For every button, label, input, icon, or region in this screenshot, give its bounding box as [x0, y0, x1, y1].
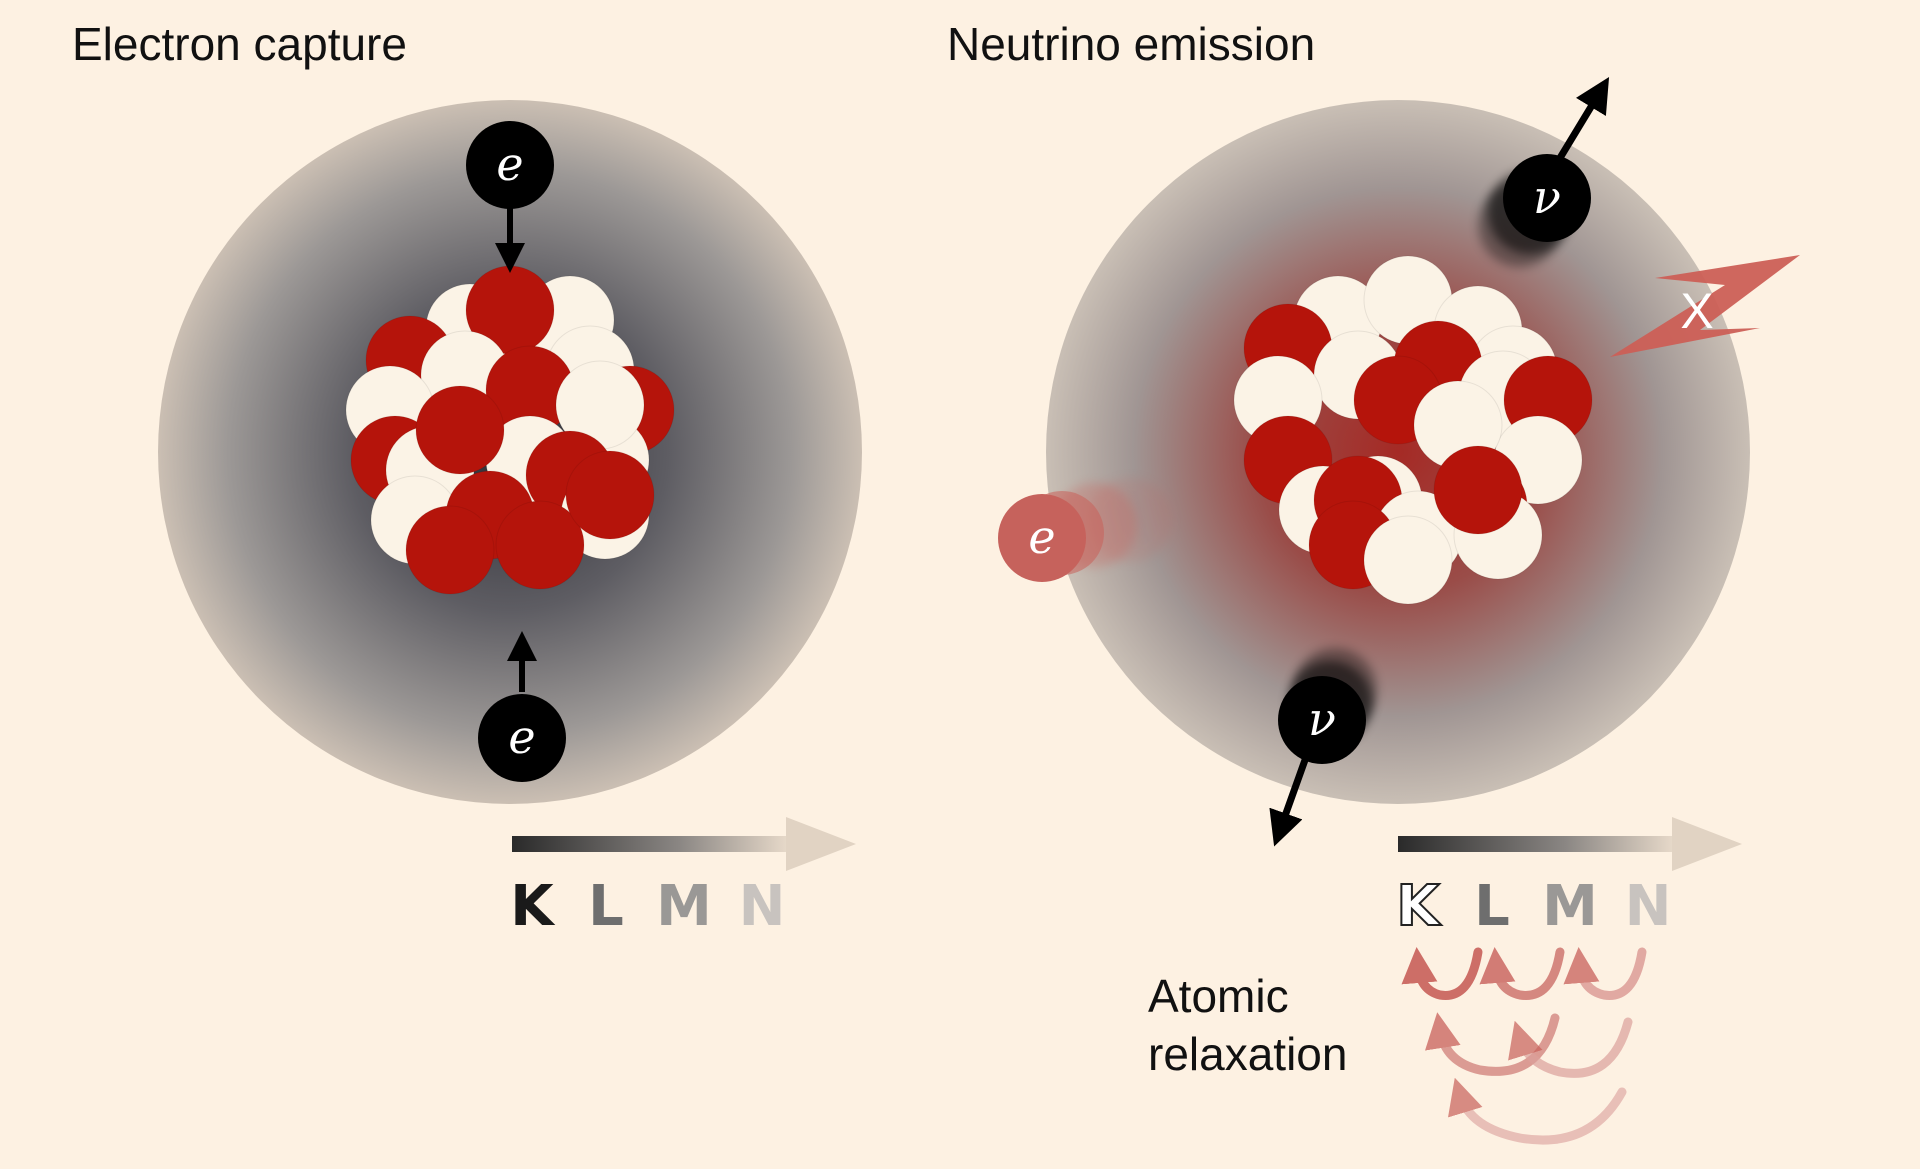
relaxation-arrow-n-to-m	[1563, 947, 1647, 1000]
caption-line-1: Atomic	[1148, 970, 1289, 1022]
relaxation-arrow-n-to-l	[1508, 1017, 1633, 1078]
xray-label: X	[1680, 283, 1713, 339]
left-shell-l: L	[588, 874, 624, 939]
xray-emission: X	[1610, 255, 1800, 357]
relaxation-arrow-m-to-k	[1425, 1012, 1560, 1076]
left-atom: e e K L M N	[158, 100, 862, 939]
left-shell-k: K	[510, 874, 556, 939]
right-shell-k: K	[1396, 874, 1442, 939]
relaxation-arrow-m-to-l	[1479, 947, 1565, 1000]
left-shell-labels: K L M N	[510, 874, 785, 939]
proton	[1433, 445, 1523, 535]
left-shell-m: M	[656, 874, 712, 939]
neutron	[1363, 515, 1453, 605]
proton	[495, 500, 585, 590]
top-neutrino-arrow	[1557, 77, 1610, 160]
top-neutrino-label: ν	[1533, 170, 1561, 224]
relaxation-arrow-n-to-k	[1448, 1077, 1627, 1145]
left-panel-title: Electron capture	[72, 18, 407, 70]
top-neutrino: ν	[1478, 77, 1610, 267]
bottom-neutrino-label: ν	[1308, 692, 1336, 746]
relaxation-arrow-l-to-k	[1401, 947, 1483, 1000]
proton	[405, 505, 495, 595]
ejected-electron-label: e	[1028, 510, 1055, 564]
ejected-electron: e	[998, 478, 1172, 582]
right-shell-l: L	[1474, 874, 1510, 939]
left-shell-bar	[512, 817, 856, 871]
right-electron-cloud	[1046, 100, 1750, 804]
right-atom: ν ν e X K L M	[998, 77, 1800, 1145]
right-nucleus	[1233, 255, 1593, 605]
right-shell-n: N	[1625, 874, 1672, 939]
right-shell-m: M	[1542, 874, 1598, 939]
top-electron: e	[466, 121, 554, 209]
top-electron-label: e	[496, 137, 523, 191]
bottom-electron: e	[478, 694, 566, 782]
left-nucleus	[345, 265, 675, 595]
caption-line-2: relaxation	[1148, 1028, 1347, 1080]
bottom-electron-label: e	[508, 710, 535, 764]
relaxation-arrows	[1401, 947, 1647, 1145]
bottom-neutrino: ν	[1269, 648, 1377, 847]
bottom-neutrino-arrow	[1269, 758, 1309, 847]
right-shell-bar	[1398, 817, 1742, 871]
proton	[565, 450, 655, 540]
right-shell-labels: K L M N	[1395, 873, 1672, 940]
proton	[415, 385, 505, 475]
right-panel-title: Neutrino emission	[947, 18, 1315, 70]
left-shell-n: N	[739, 874, 786, 939]
